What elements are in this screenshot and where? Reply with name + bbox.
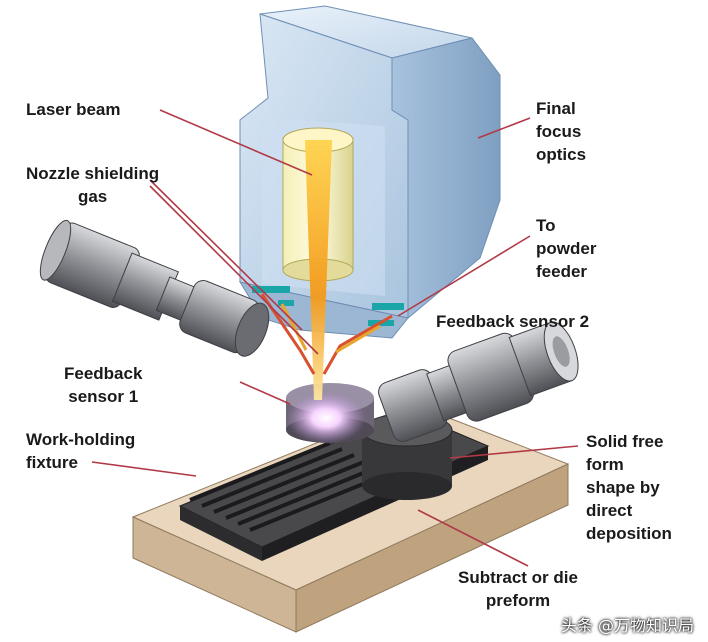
- leader-final-optics: [477, 117, 531, 139]
- label-line: deposition: [586, 524, 672, 543]
- melt-pool: [286, 383, 374, 444]
- label-line: powder: [536, 239, 597, 258]
- leader-lines: [91, 109, 579, 567]
- label-line: Feedback sensor 2: [436, 312, 590, 331]
- label-line: Work-holding: [26, 430, 136, 449]
- focus-head-housing: [238, 5, 501, 339]
- label-line: direct: [586, 501, 633, 520]
- leader-preform: [417, 509, 529, 567]
- label-line: sensor 1: [68, 387, 139, 406]
- feedback-sensor-2: [378, 321, 579, 442]
- leader-sensor-1: [239, 381, 291, 405]
- label-line: form: [586, 455, 624, 474]
- leader-laser-beam: [159, 109, 313, 176]
- label-line: To: [536, 216, 556, 235]
- leader-fixture: [91, 461, 197, 477]
- label-final-focus-optics: Final focus optics: [536, 97, 586, 166]
- label-line: Final: [536, 99, 576, 118]
- label-subtract-or-die-preform: Subtract or die preform: [458, 566, 578, 612]
- label-line: Feedback: [64, 364, 143, 383]
- label-line: focus: [536, 122, 582, 141]
- label-line: Solid free: [586, 432, 664, 451]
- label-laser-beam: Laser beam: [26, 98, 121, 121]
- leader-nozzle-gas-2: [149, 185, 319, 355]
- label-feedback-sensor-2: Feedback sensor 2: [436, 310, 589, 333]
- watermark: 头条 @万物知识局: [560, 616, 694, 635]
- label-line: Laser beam: [26, 100, 121, 119]
- preform-grooves: [189, 441, 391, 532]
- leader-nozzle-gas: [149, 179, 303, 331]
- leader-solid-shape: [449, 445, 579, 459]
- label-line: Subtract or die: [458, 568, 578, 587]
- label-line: gas: [77, 187, 108, 206]
- label-line: feeder: [536, 262, 588, 281]
- feedback-sensor-1: [39, 219, 270, 357]
- label-line: shape by: [586, 478, 660, 497]
- label-powder-feeder: To powder feeder: [536, 214, 596, 283]
- leader-powder-feeder: [397, 235, 531, 317]
- laser-beam: [305, 140, 332, 400]
- label-feedback-sensor-1: Feedback sensor 1: [64, 362, 142, 408]
- label-line: preform: [485, 591, 551, 610]
- label-solid-free-form-shape: Solid free form shape by direct depositi…: [586, 430, 672, 545]
- label-line: Nozzle shielding: [26, 164, 160, 183]
- label-line: fixture: [26, 453, 78, 472]
- powder-channels: [260, 293, 393, 375]
- label-work-holding-fixture: Work-holding fixture: [26, 428, 135, 474]
- label-line: optics: [536, 145, 587, 164]
- label-nozzle-shielding-gas: Nozzle shielding gas: [26, 162, 159, 208]
